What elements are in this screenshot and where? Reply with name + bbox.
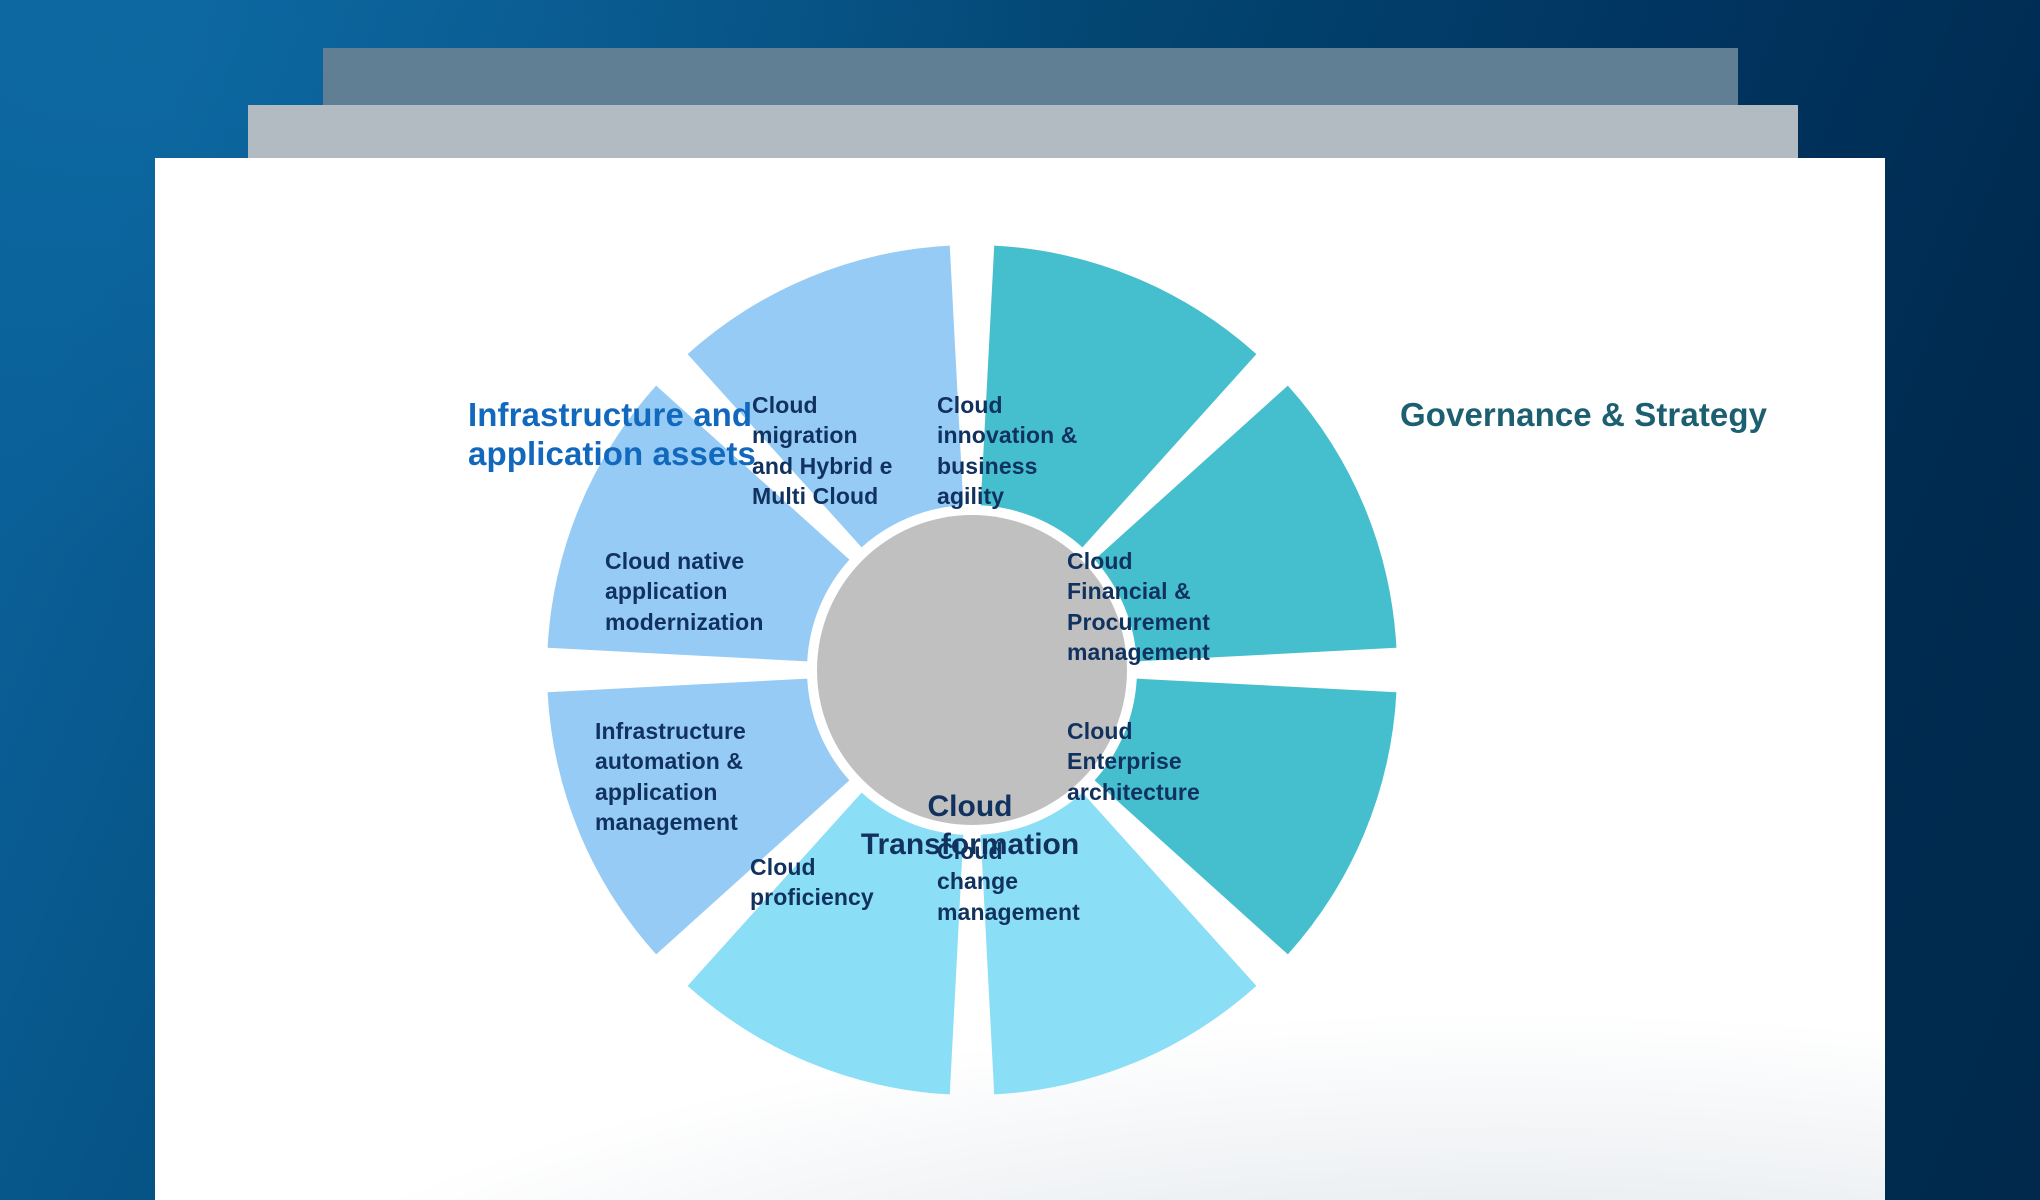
segment-label-cloud-financial-procurement-management[interactable]: Cloud Financial & Procurement management [1067,548,1210,666]
slide-canvas: Infrastructure and application assets Go… [155,158,1885,1200]
heading-governance-and-strategy: Governance & Strategy [1400,396,1768,433]
segment-label-cloud-native-application-modernization[interactable]: Cloud native application modernization [605,548,764,635]
wheel-center-label: Cloud Transformation [860,790,1080,862]
cloud-transformation-wheel: Cloud migration and Hybrid e Multi Cloud… [155,158,1885,1200]
segment-label-infrastructure-automation-application-management[interactable]: Infrastructure automation & application … [595,718,746,836]
heading-infrastructure-and-application-assets: Infrastructure and application assets [468,396,756,472]
wheel-svg [547,245,1397,1095]
segment-label-cloud-innovation-business-agility[interactable]: Cloud innovation & business agility [937,392,1078,510]
